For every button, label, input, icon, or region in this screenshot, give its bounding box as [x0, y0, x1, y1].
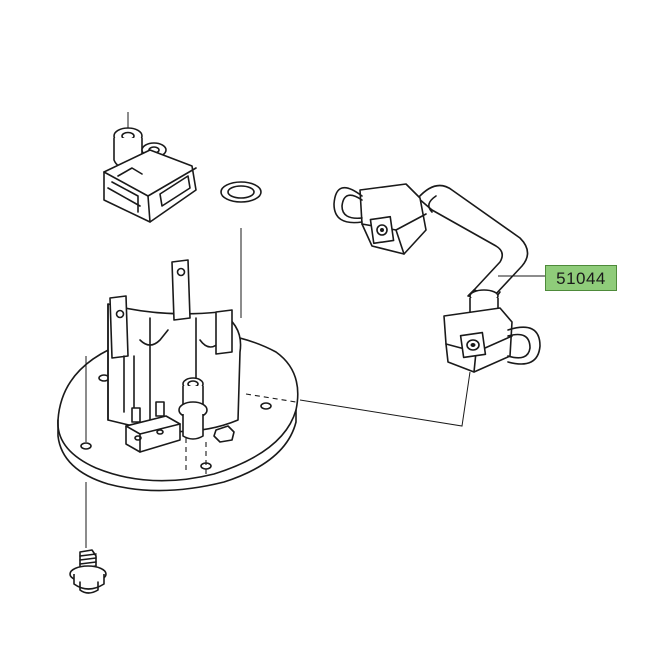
bracket-plate-part	[57, 259, 299, 492]
flange-bolt-part	[69, 482, 107, 594]
part-number-callout: 51044	[545, 265, 617, 291]
connector-body-part	[103, 112, 197, 223]
o-ring-part	[220, 181, 262, 203]
fuel-hose-assembly-part	[299, 183, 545, 427]
